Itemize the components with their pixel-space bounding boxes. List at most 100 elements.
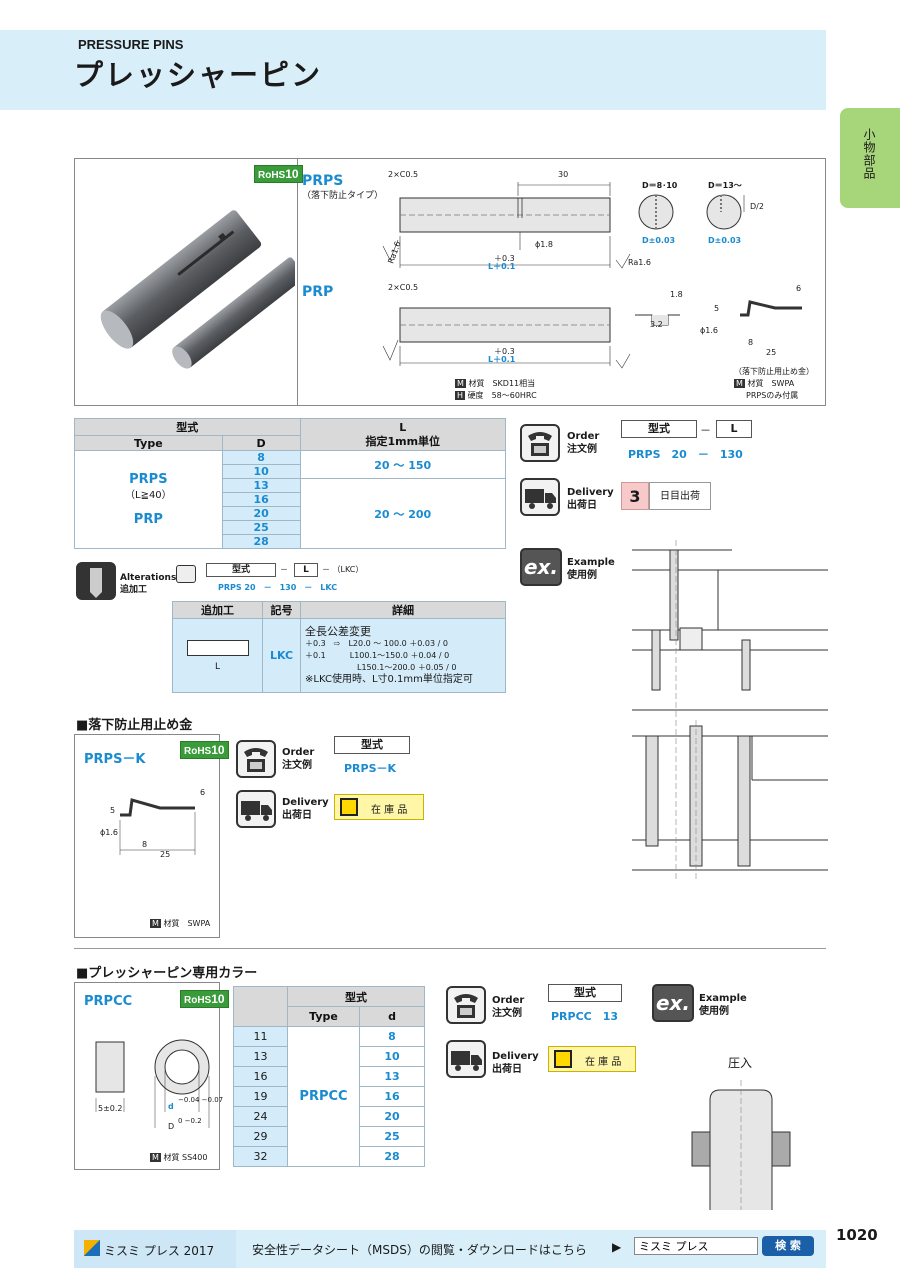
dim-25: 25 [766,348,777,357]
collar-d: 28 [359,1146,425,1167]
collar-D: 11 [233,1026,288,1047]
stopper-dim-5: 5 [110,806,116,815]
collar-box [74,982,220,1170]
dim-6: 6 [796,284,802,293]
stopper-material: M 材質 SWPA [150,919,211,928]
d-tol-1: D±0.03 [642,236,676,245]
prps-subtitle: （落下防止タイプ） [302,191,384,201]
material-row: M 材質 SKD11相当 [455,379,536,388]
collar-d: 13 [359,1066,425,1087]
alt-type-header: 型式 [206,563,276,577]
rohs-badge-3: RoHS10 [180,990,229,1008]
search-input[interactable] [634,1237,758,1255]
d-value: 20 [221,506,301,521]
d-tol-2: D±0.03 [708,236,742,245]
alt-code: LKC [262,618,301,693]
tol-l1: ＋0.3 [494,254,515,263]
range-2: 20 ～ 200 [299,478,506,549]
d-half: D/2 [750,202,764,211]
product-box [74,158,826,406]
collar-D: 29 [233,1126,288,1147]
d-value: 10 [221,464,301,479]
dim-5: 5 [714,304,720,313]
d-value: 28 [221,534,301,549]
truck-icon [520,478,560,516]
collar-order-ex: PRPCC 13 [551,1010,619,1023]
collar-dim-5: 5±0.2 [98,1104,123,1113]
collar-col-D [233,986,288,1027]
stopper-section-title: ■落下防止用止め金 [76,718,193,733]
collar-phone-icon [446,986,486,1024]
prp-drawing [382,307,631,369]
collar-order-type: 型式 [548,984,622,1002]
alt-lt: L [214,661,220,672]
d-large-label: D＝13～ [708,181,742,190]
footer-msds-link[interactable]: 安全性データシート（MSDS）の閲覧・ダウンロードはこちら [252,1243,587,1257]
cube-icon [554,1050,572,1068]
stopper-note: （落下防止用止め金） [734,367,814,376]
category-tab[interactable] [840,108,900,208]
alt-example: PRPS 20 － 130 － LKC [218,583,338,592]
collar-section-title: ■プレッシャーピン専用カラー [76,966,258,981]
collar-drawing [95,1039,210,1128]
page-number: 1020 [836,1226,878,1244]
pins-photo [100,210,295,369]
collar-d: 10 [359,1046,425,1067]
tol-l2: L＋0.1 [488,262,516,271]
delivery-days: 3 [621,482,649,510]
product-box-divider [297,158,298,406]
stopper-dim-25: 25 [160,850,171,859]
alteration-table: 追加工 記号 詳細 L LKC 全長公差変更 ＋0.3 ⇨ L20.0 ～ 10… [172,601,506,693]
d-value: 13 [221,478,301,493]
stopper-dim-phi16: ϕ1.6 [100,828,118,837]
col-d: D [221,435,301,451]
collar-example-icon: ex. [652,984,694,1022]
d-value: 16 [221,492,301,507]
header-band [0,30,826,110]
d-value: 25 [221,520,301,535]
order-type-header: 型式 [621,420,697,438]
usage-drawing [632,540,828,880]
stopper-phone-icon [236,740,276,778]
search-button[interactable]: 検 索 [762,1236,814,1256]
prp-name: PRP [302,284,334,300]
collar-col-type-en: Type [287,1006,360,1027]
d-small-label: D＝8･10 [642,181,678,190]
dim-chamfer: 2×C0.5 [388,170,419,179]
prps-only: PRPSのみ付属 [746,391,799,400]
dim-1-8: 1.8 [670,290,683,299]
material-row-2: M 材質 SWPA [734,379,795,388]
collar-d: 8 [359,1026,425,1047]
prps-name: PRPS [302,173,344,189]
collar-D: 13 [233,1046,288,1067]
collar-d: 16 [359,1086,425,1107]
alt-l-header: L [294,563,318,577]
collar-name: PRPCC [84,994,133,1009]
stopper-detail [635,300,802,326]
collar-D: 19 [233,1086,288,1107]
col-type-en: Type [74,435,223,451]
d-sections [638,194,745,230]
footer-brand-area [74,1230,236,1268]
arrow-right-icon: ▶ [612,1240,622,1254]
tol-l1-prp: ＋0.3 [494,347,515,356]
rohs-badge-2: RoHS10 [180,741,229,759]
collar-type-val: PRPCC [287,1026,360,1167]
stopper-box [74,734,220,938]
hardness-row: H 硬度 58～60HRC [455,391,537,400]
dim-3-2: 3.2 [650,320,663,329]
collar-truck-icon [446,1040,486,1078]
collar-dim-d: d [168,1102,174,1111]
prps-drawing [382,182,631,269]
collar-dim-D-tol: 0 −0.2 [178,1117,202,1125]
delivery-days-text: 日目出荷 [649,482,711,510]
collar-D: 16 [233,1066,288,1087]
footer-brand: ミスミ プレス 2017 [104,1244,215,1258]
